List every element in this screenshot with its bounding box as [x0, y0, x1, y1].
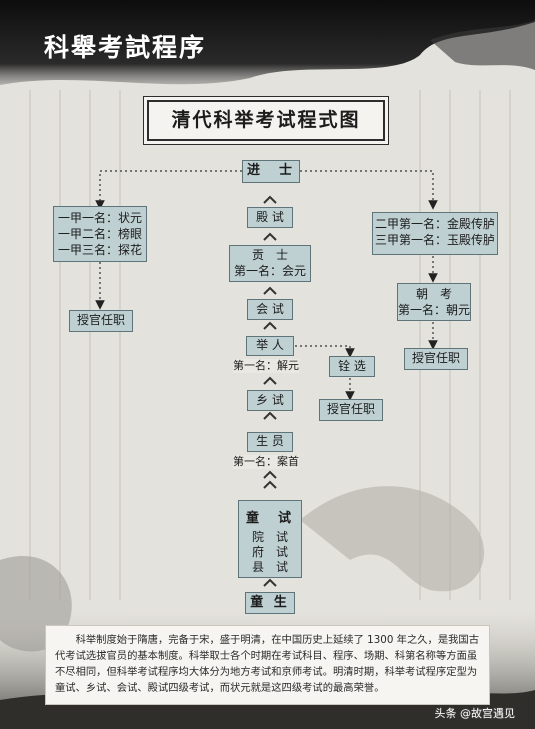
huishi-label: 会 试 — [256, 302, 284, 316]
node-shengyuan: 生 员 — [247, 432, 293, 452]
arrow-tongsheng-tongshi — [263, 578, 277, 587]
node-chaokao: 朝 考 第一名：朝元 — [397, 283, 471, 321]
node-yijia: 一甲一名：状元 一甲二名：榜眼 一甲三名：探花 — [53, 206, 147, 262]
branch-left — [95, 170, 242, 210]
tongshi-sub-3: 县 试 — [251, 560, 288, 574]
juren-rank: 第一名：解元 — [233, 359, 299, 373]
node-yijia-award: 授官任职 — [69, 310, 133, 332]
tongshi-sub-2: 府 试 — [251, 545, 288, 559]
gongshi-rank: 第一名：会元 — [233, 264, 306, 278]
page-title: 科舉考試程序 — [44, 33, 207, 62]
arrow-xiangshi-juren — [263, 376, 277, 385]
node-jinshi-label: 进 士 — [246, 163, 295, 178]
erjia-rank-1: 二甲第一名：金殿传胪 — [374, 217, 495, 231]
arrow-juren-huishi — [263, 321, 277, 330]
yijia-rank-1: 一甲一名：状元 — [57, 211, 142, 225]
xiangshi-label: 乡 试 — [256, 393, 284, 407]
node-erjia-award: 授官任职 — [404, 348, 468, 370]
node-quanxuan: 铨 选 — [329, 356, 375, 377]
erjia-rank-2: 三甲第一名：玉殿传胪 — [374, 233, 495, 247]
branch-right — [300, 170, 438, 210]
dianshi-label: 殿 试 — [256, 210, 284, 224]
node-dianshi: 殿 试 — [247, 207, 293, 228]
tongshi-sub-1: 院 试 — [251, 530, 288, 544]
arrow-gongshi-dianshi — [263, 232, 277, 241]
arrow-dianshi-jinshi — [263, 195, 277, 204]
chart-title: 清代科举考试程式图 — [171, 109, 361, 131]
shengyuan-rank: 第一名：案首 — [233, 455, 299, 469]
arrow-shengyuan-xiangshi — [263, 411, 277, 420]
erjia-award-label: 授官任职 — [411, 351, 460, 365]
watermark: 头条 @故宫遇见 — [434, 707, 516, 720]
node-quanxuan-award: 授官任职 — [319, 399, 383, 421]
chart-title-frame: 清代科举考试程式图 — [147, 100, 385, 141]
chaokao-rank: 第一名：朝元 — [398, 303, 471, 317]
yijia-rank-2: 一甲二名：榜眼 — [57, 227, 142, 241]
node-erjia: 二甲第一名：金殿传胪 三甲第一名：玉殿传胪 — [372, 212, 498, 255]
gongshi-title: 贡 士 — [251, 248, 288, 262]
chaokao-title: 朝 考 — [415, 287, 452, 301]
node-tongsheng: 童 生 — [245, 592, 295, 614]
yijia-award-label: 授官任职 — [76, 313, 125, 327]
node-tongshi: 童 试 院 试 府 试 县 试 — [238, 500, 302, 578]
tongsheng-label: 童 生 — [250, 595, 290, 610]
quanxuan-award-label: 授官任职 — [326, 402, 375, 416]
node-juren: 举 人 — [246, 336, 294, 356]
juren-label: 举 人 — [256, 338, 284, 352]
intro-paragraph: 科举制度始于隋唐，完备于宋，盛于明清，在中国历史上延续了 1300 年之久，是我… — [45, 625, 490, 705]
arrow-huishi-gongshi — [263, 286, 277, 295]
quanxuan-label: 铨 选 — [338, 359, 366, 373]
arrow-tongshi-shengyuan-2 — [263, 480, 277, 489]
node-huishi: 会 试 — [247, 299, 293, 320]
yijia-rank-3: 一甲三名：探花 — [57, 243, 142, 257]
arrow-tongshi-shengyuan-1 — [263, 470, 277, 479]
node-jinshi: 进 士 — [242, 160, 300, 183]
node-xiangshi: 乡 试 — [247, 390, 293, 411]
shengyuan-label: 生 员 — [256, 434, 284, 448]
tongshi-title: 童 试 — [245, 511, 294, 526]
node-gongshi: 贡 士 第一名：会元 — [229, 245, 311, 282]
branch-juren-quanxuan — [295, 345, 355, 358]
